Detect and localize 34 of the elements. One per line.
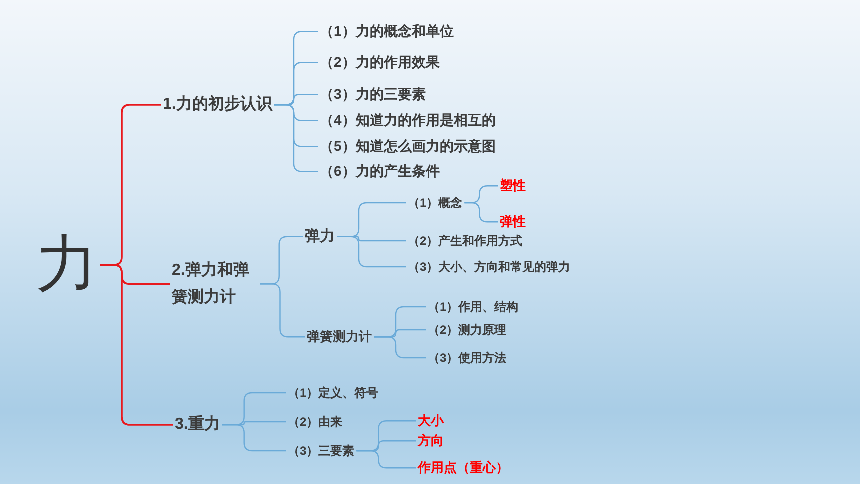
item-label: （2）测力原理 <box>428 322 507 338</box>
brace-connector <box>374 336 426 359</box>
item-label: （2）由来 <box>288 414 343 430</box>
item-label: （5）知道怎么画力的示意图 <box>320 138 496 156</box>
topic-label: 2.弹力和弹簧测力计 <box>172 257 258 312</box>
brace-connector <box>356 450 416 469</box>
item-label: （1）概念 <box>408 196 463 210</box>
topic-label: 弹力 <box>305 228 335 246</box>
item-label: （6）力的产生条件 <box>320 163 440 180</box>
brace-connector <box>464 202 498 223</box>
highlight-label: 塑性 <box>500 178 526 194</box>
highlight-label: 弹性 <box>500 214 526 230</box>
item-label: （1）作用、结构 <box>428 300 519 314</box>
brace-connector <box>222 424 286 452</box>
brace-connector <box>337 236 406 268</box>
topic-label: 弹簧测力计 <box>307 329 372 346</box>
title-text: 力 <box>36 231 98 300</box>
brace-connector <box>260 284 305 338</box>
item-label: （2）力的作用效果 <box>320 54 440 72</box>
item-label: （3）大小、方向和常见的弹力 <box>408 260 571 274</box>
item-label: （2）产生和作用方式 <box>408 234 523 248</box>
brace-connector <box>274 104 318 172</box>
item-label: （3）使用方法 <box>428 350 507 366</box>
item-label: （3）力的三要素 <box>320 86 426 104</box>
highlight-label: 作用点（重心） <box>418 460 509 476</box>
topic-label: 1.力的初步认识 <box>163 95 272 115</box>
item-label: （3）三要素 <box>288 444 355 458</box>
highlight-label: 方向 <box>418 433 444 450</box>
brace-connector <box>100 264 173 426</box>
item-label: （4）知道力的作用是相互的 <box>320 112 496 130</box>
topic-label: 3.重力 <box>175 415 220 435</box>
highlight-label: 大小 <box>418 413 444 430</box>
item-label: （1）力的概念和单位 <box>320 23 454 40</box>
item-label: （1）定义、符号 <box>288 386 379 400</box>
